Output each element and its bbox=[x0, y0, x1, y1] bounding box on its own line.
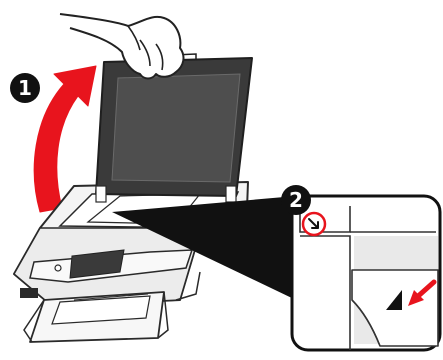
lid-glass bbox=[112, 74, 240, 182]
step-2-number: 2 bbox=[289, 188, 303, 212]
step-2-badge: 2 bbox=[281, 185, 311, 215]
corner-mark-icon bbox=[303, 213, 325, 235]
power-button bbox=[55, 265, 61, 271]
step-1-number: 1 bbox=[18, 76, 32, 100]
step-1-badge: 1 bbox=[10, 73, 40, 103]
output-tray bbox=[24, 292, 168, 342]
scanner-lid bbox=[96, 54, 252, 202]
zoom-detail-panel bbox=[292, 196, 440, 350]
